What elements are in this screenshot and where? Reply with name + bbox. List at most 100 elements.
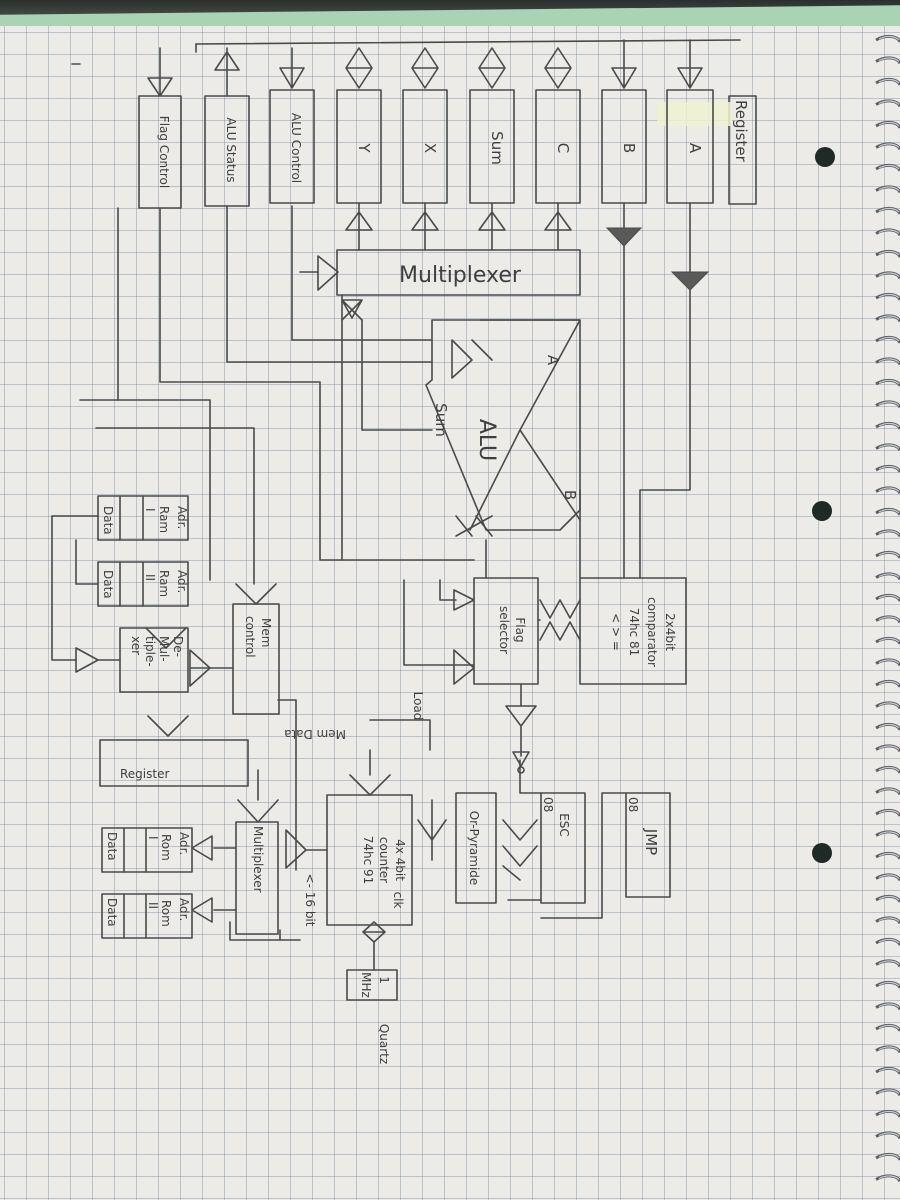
esc-label: ESC bbox=[557, 813, 571, 837]
spiral-ring-highlight bbox=[878, 594, 900, 600]
demux-line3: tiple- bbox=[143, 636, 157, 667]
spiral-ring-highlight bbox=[878, 1089, 900, 1094]
spiral-ring-highlight bbox=[878, 530, 900, 535]
spiral-ring-highlight bbox=[878, 250, 900, 256]
alu-output-sum-label: Sum bbox=[432, 403, 450, 437]
spiral-ring-highlight bbox=[878, 336, 900, 342]
counter-clk-label: clk bbox=[391, 892, 405, 909]
spiral-ring-highlight bbox=[878, 358, 900, 363]
mem-control-line1: Mem bbox=[259, 618, 273, 647]
top-multiplexer: Multiplexer bbox=[317, 249, 581, 321]
spiral-ring-highlight bbox=[878, 164, 900, 170]
quartz-oscillator: 1 MHz Quartz bbox=[346, 941, 398, 1064]
spiral-ring-highlight bbox=[878, 379, 900, 385]
spiral-ring-highlight bbox=[878, 465, 900, 471]
register-label-box bbox=[728, 95, 757, 205]
alu: A B ALU Sum bbox=[425, 319, 581, 537]
demux-line2: Mul- bbox=[157, 636, 171, 662]
spiral-ring-highlight bbox=[878, 551, 900, 557]
rom1-num: I bbox=[146, 836, 160, 840]
spiral-ring-highlight bbox=[878, 1110, 900, 1116]
spiral-ring-highlight bbox=[878, 766, 900, 772]
rom2-num: II bbox=[146, 902, 160, 909]
bit16-label: <- 16 bit bbox=[303, 874, 317, 927]
spiral-ring-highlight bbox=[878, 831, 900, 836]
jmp-label: JMP bbox=[642, 828, 660, 855]
spiral-ring-highlight bbox=[878, 315, 900, 320]
rom1-data: Data bbox=[105, 832, 119, 861]
jmp-pin-label: 08 bbox=[626, 797, 640, 812]
rom1-rom: Rom bbox=[159, 834, 173, 861]
alu-input-b-label: B bbox=[561, 490, 579, 500]
or-pyramide-label: Or-Pyramide bbox=[467, 811, 481, 886]
spiral-ring-highlight bbox=[878, 745, 900, 750]
register-a-output-arrow bbox=[670, 271, 710, 291]
spiral-ring-highlight bbox=[878, 508, 900, 514]
quartz-freq-1: 1 bbox=[377, 976, 391, 984]
counter-line2: counter bbox=[377, 837, 391, 883]
spiral-ring-highlight bbox=[878, 1067, 900, 1073]
comparator: 2x4bit comparator 74hc 81 < > = bbox=[539, 577, 687, 685]
demux-line1: De- bbox=[171, 636, 185, 657]
spiral-ring-highlight bbox=[878, 1175, 900, 1180]
register-b-label: B bbox=[620, 143, 638, 153]
spiral-ring-highlight bbox=[878, 960, 900, 965]
spiral-ring-highlight bbox=[878, 874, 900, 879]
spiral-ring-highlight bbox=[878, 35, 900, 41]
ram2-adr: Adr. bbox=[175, 570, 189, 593]
spiral-ring-highlight bbox=[878, 207, 900, 213]
spiral-ring-highlight bbox=[878, 121, 900, 127]
spiral-ring-highlight bbox=[878, 917, 900, 922]
spiral-ring-highlight bbox=[878, 1153, 900, 1159]
spiral-ring-highlight bbox=[878, 444, 900, 449]
register-to-mux bbox=[345, 202, 710, 291]
spiral-ring-highlight bbox=[878, 229, 900, 234]
spiral-ring-highlight bbox=[878, 487, 900, 492]
control-output-blocks: Or-Pyramide ESC 08 JMP 08 bbox=[455, 705, 671, 919]
register-b-output-arrow bbox=[605, 227, 643, 247]
load-label: Load bbox=[411, 692, 425, 721]
comparator-line3: 74hc 81 bbox=[627, 608, 641, 657]
spiral-ring-highlight bbox=[878, 895, 900, 901]
multiplexer-top-label: Multiplexer bbox=[399, 263, 522, 288]
spiral-ring-highlight bbox=[878, 293, 900, 299]
spiral-ring-highlight bbox=[878, 78, 900, 84]
mem-data-register-line1: Mem Data bbox=[284, 727, 346, 741]
spiral-ring-highlight bbox=[878, 659, 900, 664]
alu-control-label: ALU Control bbox=[289, 113, 303, 183]
ram1-adr: Adr. bbox=[175, 506, 189, 529]
spiral-ring-highlight bbox=[878, 1024, 900, 1030]
multiplexer-mem-label: Multiplexer bbox=[251, 826, 265, 893]
spiral-ring-highlight bbox=[878, 788, 900, 793]
spiral-ring-highlight bbox=[878, 57, 900, 62]
flag-selector-line1: Flag bbox=[513, 617, 527, 642]
flag-selector-line2: selector bbox=[497, 606, 511, 654]
counter-line3: 74hc 91 bbox=[361, 836, 375, 885]
ram1-data: Data bbox=[101, 506, 115, 535]
spiral-ring-highlight bbox=[878, 143, 900, 148]
spiral-ring-highlight bbox=[878, 422, 900, 428]
spiral-ring-highlight bbox=[878, 809, 900, 815]
comparator-line2: comparator bbox=[645, 597, 659, 667]
esc-pin-label: 08 bbox=[541, 797, 555, 812]
spiral-ring-highlight bbox=[878, 981, 900, 987]
ram1-ram: Ram bbox=[157, 506, 171, 533]
highlighter-mark bbox=[657, 102, 732, 126]
spiral-ring-highlight bbox=[878, 100, 900, 105]
grid-paper bbox=[0, 26, 900, 1200]
rom2-adr: Adr. bbox=[177, 898, 191, 921]
spiral-ring-highlight bbox=[878, 401, 900, 406]
ram2-ram: Ram bbox=[157, 570, 171, 597]
top-bus-connectors bbox=[71, 39, 741, 97]
spiral-ring-highlight bbox=[878, 1132, 900, 1137]
quartz-freq-2: MHz bbox=[359, 972, 373, 998]
alu-label: ALU bbox=[474, 419, 499, 461]
demux-line4: xer bbox=[129, 636, 143, 655]
spiral-ring-highlight bbox=[878, 272, 900, 277]
rom1-adr: Adr. bbox=[177, 832, 191, 855]
comparator-line4: < > = bbox=[609, 613, 623, 651]
spiral-ring-highlight bbox=[878, 186, 900, 191]
register-a-label: A bbox=[686, 143, 704, 154]
